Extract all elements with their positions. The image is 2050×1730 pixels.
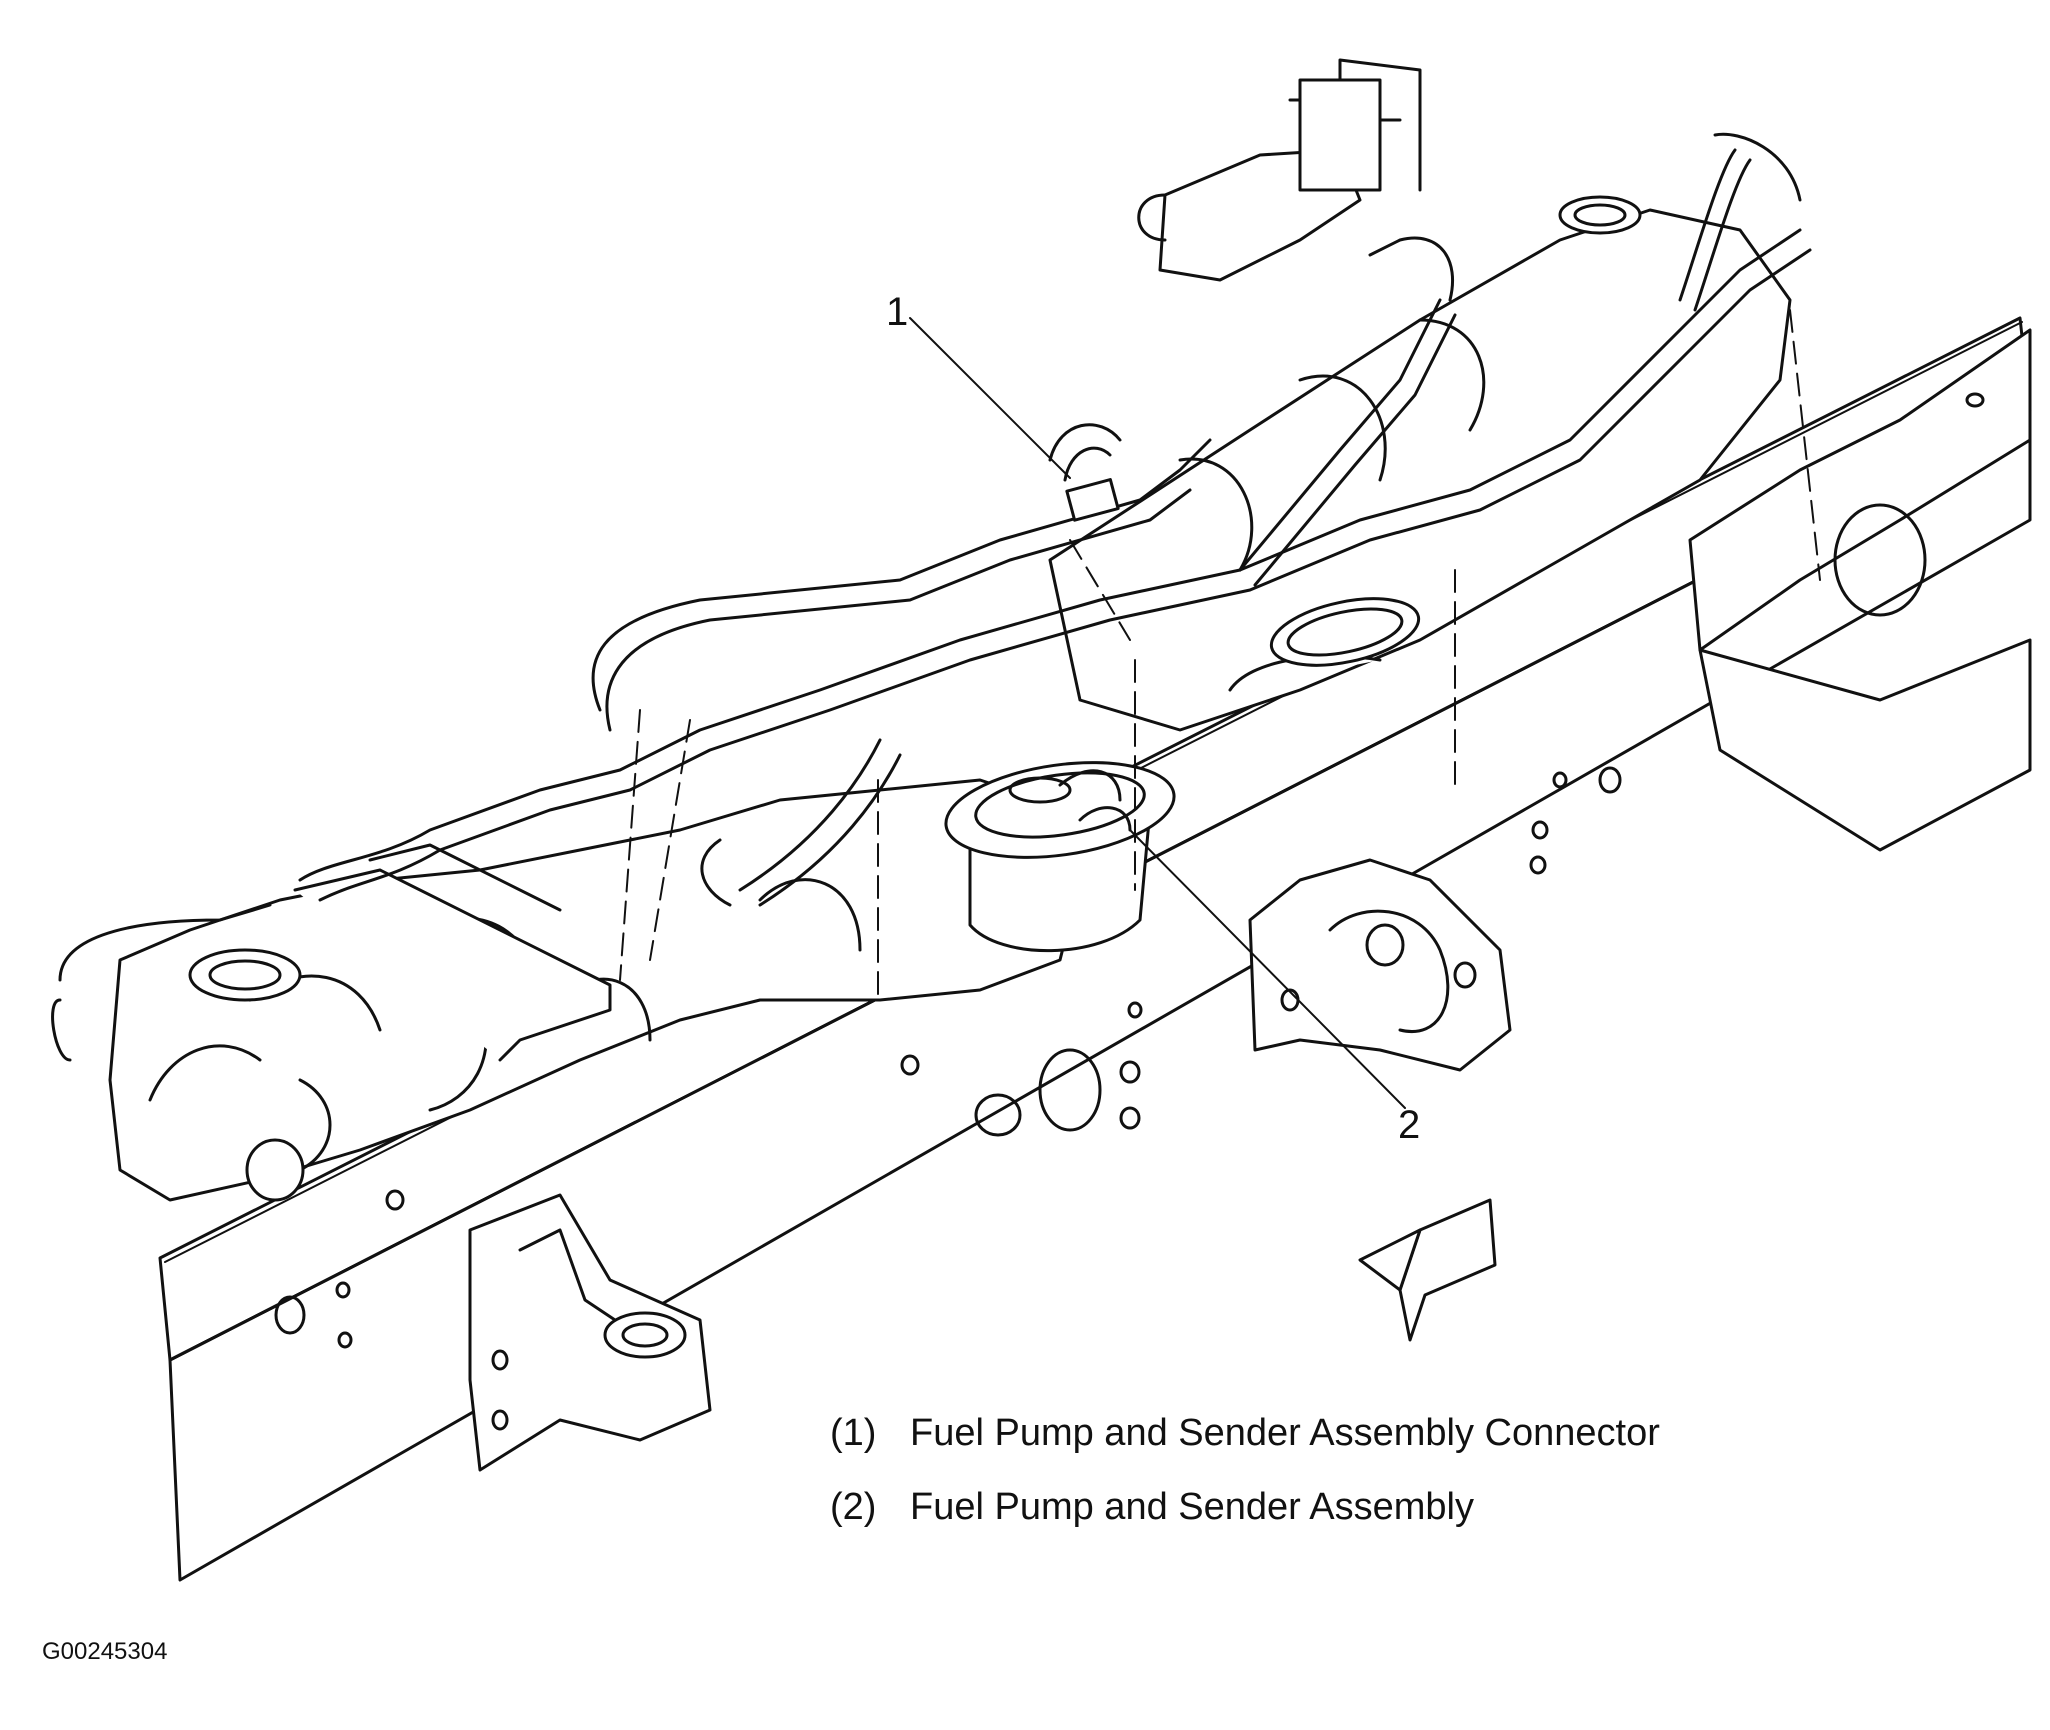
legend-item-1-number: (1): [830, 1412, 877, 1454]
callout-1: 1: [886, 290, 1071, 479]
frame-rail-rear: [1688, 328, 2032, 852]
legend-item-1: (1) Fuel Pump and Sender Assembly Connect…: [830, 1412, 1660, 1455]
legend-item-2: (2) Fuel Pump and Sender Assembly: [830, 1486, 1474, 1529]
fuel-lines-harness: [51, 132, 1812, 1062]
legend-item-2-label: Fuel Pump and Sender Assembly: [910, 1486, 1474, 1528]
legend-item-2-number: (2): [830, 1486, 877, 1528]
front-direction-arrow: [1358, 1198, 1497, 1342]
figure-id: G00245304: [42, 1638, 168, 1665]
legend-item-1-label: Fuel Pump and Sender Assembly Connector: [910, 1412, 1660, 1454]
callout-2: 2: [1129, 829, 1420, 1147]
frame-mount-bracket-front: [468, 1193, 712, 1472]
fuel-pump-sender-module: [944, 761, 1176, 953]
rear-fuel-tank: [1048, 195, 1792, 732]
alignment-guides: [619, 309, 1821, 996]
callout-1-number: 1: [886, 290, 908, 334]
callout-2-number: 2: [1398, 1103, 1420, 1147]
frame-mount-bracket-middle: [1248, 858, 1512, 1072]
cross-member: [1137, 58, 1422, 282]
